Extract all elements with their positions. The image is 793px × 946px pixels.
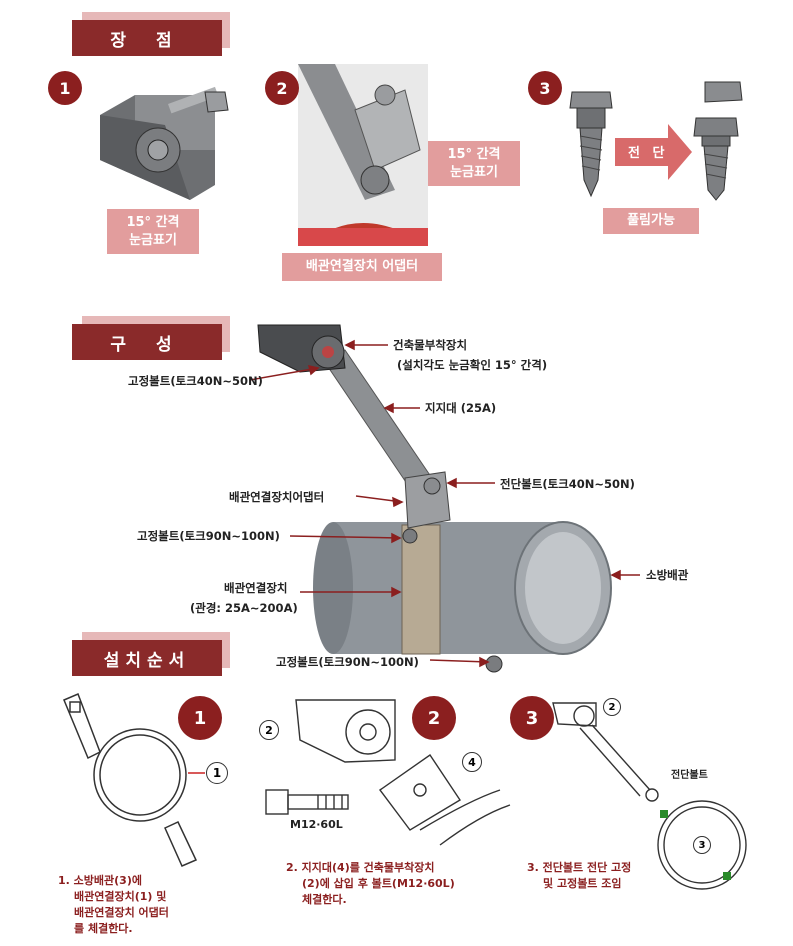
bracket-illustration bbox=[100, 86, 229, 200]
label-shear-bolt: 전단볼트(토크40N~50N) bbox=[500, 477, 635, 491]
callout-3: 3 bbox=[693, 836, 711, 854]
scale-note-line: 15° 간격 bbox=[126, 214, 180, 230]
scale-note-box-2: 15° 간격 눈금표기 bbox=[428, 141, 520, 186]
step-badge: 3 bbox=[528, 71, 562, 105]
label-pipe-connector: 배관연결장치 bbox=[224, 581, 288, 595]
label-building-attachment: 건축물부착장치 bbox=[393, 338, 468, 352]
callout-4: 4 bbox=[462, 752, 482, 772]
caption-line: 체결한다. bbox=[302, 893, 347, 906]
scale-note-line: 15° 간격 bbox=[447, 146, 501, 162]
label-fix-bolt-bottom: 고정볼트(토크90N~100N) bbox=[276, 655, 419, 669]
step-badge: 1 bbox=[48, 71, 82, 105]
section-header-composition: 구 성 bbox=[72, 324, 222, 360]
caption-line: 1. 소방배관(3)에 bbox=[58, 874, 142, 887]
label-fix-bolt-mid: 고정볼트(토크90N~100N) bbox=[137, 529, 280, 543]
step-badge: 2 bbox=[265, 71, 299, 105]
caption-line: 배관연결장치(1) 및 bbox=[74, 890, 167, 903]
leader-lines bbox=[249, 339, 640, 668]
scale-note-line: 눈금표기 bbox=[129, 232, 177, 248]
caption-line: 2. 지지대(4)를 건축물부착장치 bbox=[286, 861, 435, 874]
scale-note-box-1: 15° 간격 눈금표기 bbox=[107, 209, 199, 254]
caption-line: 및 고정볼트 조임 bbox=[543, 877, 622, 890]
adapter-illustration bbox=[298, 64, 428, 246]
install-step-badge: 1 bbox=[178, 696, 222, 740]
callout-2: 2 bbox=[259, 720, 279, 740]
loosen-label-box: 풀림가능 bbox=[603, 208, 699, 234]
callout-1: 1 bbox=[206, 762, 228, 784]
callout-2: 2 bbox=[603, 698, 621, 716]
bolt-spec: M12·60L bbox=[290, 818, 343, 831]
install-step-badge: 3 bbox=[510, 696, 554, 740]
section-header-install-order: 설치순서 bbox=[72, 640, 222, 676]
step1-drawing bbox=[63, 693, 205, 867]
adapter-label-box: 배관연결장치 어댑터 bbox=[282, 253, 442, 281]
caption-line: 3. 전단볼트 전단 고정 bbox=[527, 861, 632, 874]
section-header-advantages: 장 점 bbox=[72, 20, 222, 56]
caption-line: 배관연결장치 어댑터 bbox=[74, 906, 169, 919]
caption-line: 를 체결한다. bbox=[74, 922, 133, 935]
scale-note-line: 눈금표기 bbox=[450, 164, 498, 180]
step3-drawing bbox=[552, 702, 747, 890]
step2-caption: 2. 지지대(4)를 건축물부착장치 (2)에 삽입 후 볼트(M12·60L)… bbox=[286, 860, 455, 908]
label-fix-bolt-top: 고정볼트(토크40N~50N) bbox=[128, 374, 263, 388]
label-building-attachment-note: (설치각도 눈금확인 15° 간격) bbox=[397, 358, 548, 372]
shear-bolt-note: 전단볼트 bbox=[671, 770, 708, 781]
label-pipe-diameter: (관경: 25A~200A) bbox=[190, 601, 298, 615]
step2-drawing bbox=[265, 699, 511, 846]
label-adapter: 배관연결장치어댑터 bbox=[229, 490, 325, 504]
label-support: 지지대 (25A) bbox=[425, 401, 497, 415]
caption-line: (2)에 삽입 후 볼트(M12·60L) bbox=[302, 877, 455, 890]
step1-caption: 1. 소방배관(3)에 배관연결장치(1) 및 배관연결장치 어댑터 를 체결한… bbox=[58, 873, 169, 937]
label-fire-pipe: 소방배관 bbox=[646, 568, 689, 582]
step3-caption: 3. 전단볼트 전단 고정 및 고정볼트 조임 bbox=[527, 860, 631, 892]
assembly-illustration bbox=[257, 324, 612, 673]
shear-arrow-label: 전 단 bbox=[628, 146, 669, 161]
shear-bolt-illustration bbox=[569, 81, 743, 201]
install-step-badge: 2 bbox=[412, 696, 456, 740]
